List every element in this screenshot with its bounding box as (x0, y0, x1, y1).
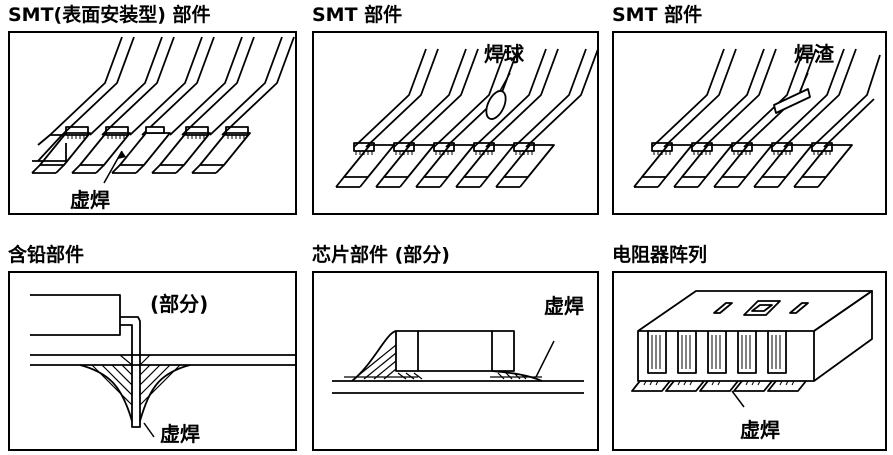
panel-chip-component: 虚焊 (312, 271, 599, 451)
label-resistor-open-solder: 虚焊 (740, 418, 780, 442)
panel-smt-solder-splash: 焊渣 (612, 31, 887, 215)
smt-leads-diagram (31, 36, 295, 184)
resistor-array-diagram (631, 290, 873, 408)
panel-title-chip: 芯片部件 (部分) (312, 244, 450, 266)
label-solder-ball: 焊球 (484, 42, 524, 66)
panel-leaded-component: (部分) 虚焊 (8, 271, 297, 451)
panel-title-smt-1: SMT(表面安装型) 部件 (8, 4, 211, 26)
panel-smt-solder-ball: 焊球 (312, 31, 599, 215)
solder-splash-shape (773, 88, 811, 114)
panel-title-smt-2: SMT 部件 (312, 4, 403, 26)
smt-solder-splash-diagram (633, 48, 881, 188)
smt-solder-ball-diagram (335, 48, 597, 188)
label-chip-open-solder: 虚焊 (544, 294, 584, 318)
chip-component-diagram (332, 330, 584, 394)
panel-title-smt-3: SMT 部件 (612, 4, 703, 26)
panel-title-leaded: 含铅部件 (8, 244, 85, 266)
label-partial: (部分) (150, 292, 209, 316)
panel-title-resistor-array: 电阻器阵列 (612, 244, 708, 266)
leaded-component-diagram (30, 294, 295, 438)
panel-smt-open-solder: 虚焊 (8, 31, 297, 215)
panel-resistor-array: 虚焊 (612, 271, 887, 451)
label-open-solder: 虚焊 (70, 188, 110, 212)
label-leaded-open-solder: 虚焊 (160, 422, 200, 446)
label-solder-splash: 焊渣 (794, 42, 834, 66)
solder-ball-shape (485, 90, 507, 120)
